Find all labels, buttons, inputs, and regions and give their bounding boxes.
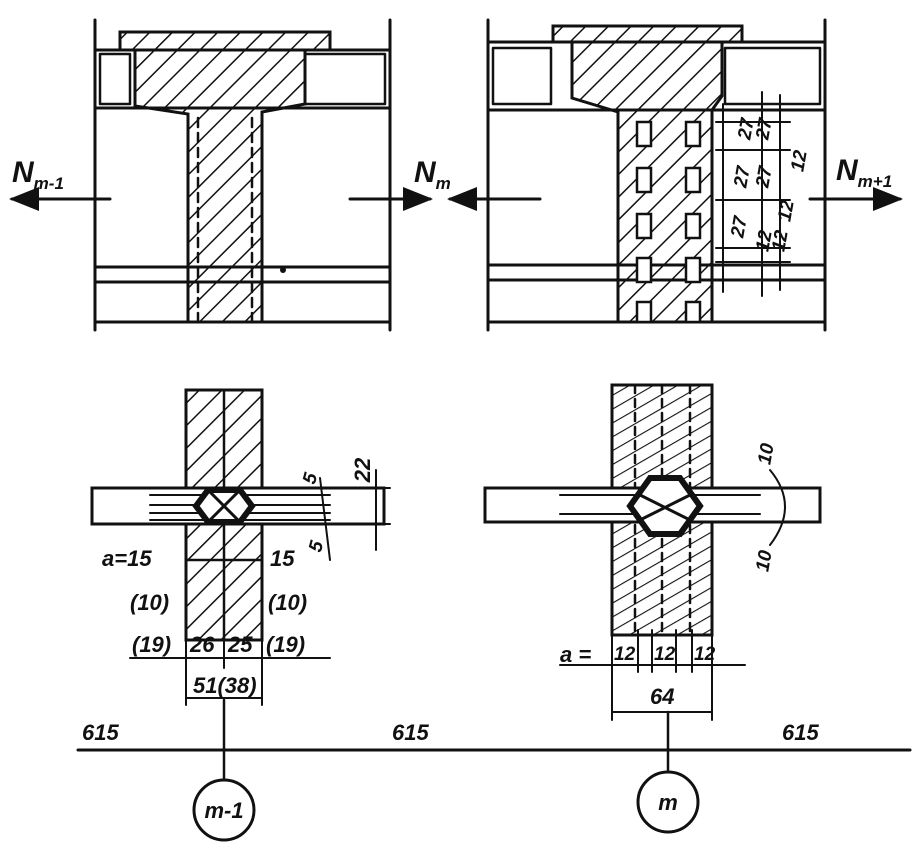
dim-12-d: 12 — [768, 228, 792, 253]
axis-line: 615 615 615 m-1 m — [76, 698, 912, 842]
top-right-elevation: 27 27 27 27 27 12 12 12 12 — [486, 18, 827, 332]
a-left-label: a=15 — [102, 546, 152, 571]
bottom-left-section: 22 5 5 a=15 15 (10) (10) (19) 26 25 (19)… — [90, 388, 391, 706]
axis-marker-right-label: m — [658, 790, 678, 815]
a-right-label: 15 — [270, 546, 295, 571]
axis-marker-left-label: m-1 — [204, 798, 243, 823]
dim-5-bottom: 5 — [305, 538, 328, 554]
row-25: 25 — [227, 632, 253, 657]
dim-27-a: 27 — [734, 115, 759, 142]
total-left: 51(38) — [193, 673, 257, 698]
force-label-left: Nm-1 — [12, 156, 64, 193]
span-left: 615 — [82, 720, 119, 745]
force-label-right: Nm+1 — [836, 154, 892, 191]
dim-10-bottom: 10 — [752, 548, 776, 573]
ten-left-label: (10) — [130, 590, 169, 615]
a-val-1: 12 — [614, 644, 636, 665]
dim-27-b: 27 — [752, 115, 777, 142]
crossbar-slab — [118, 30, 332, 324]
dim-27-e: 27 — [727, 213, 752, 240]
total-right: 64 — [650, 684, 674, 709]
span-middle: 615 — [392, 720, 429, 745]
dim-22: 22 — [350, 457, 375, 483]
span-right: 615 — [782, 720, 819, 745]
dim-5-top: 5 — [299, 470, 322, 486]
a-val-2: 12 — [654, 644, 676, 665]
right-elevation-dimensions: 27 27 27 27 27 12 12 12 12 — [727, 115, 812, 253]
row-19-right: (19) — [266, 632, 305, 657]
dim-12-a: 12 — [787, 148, 811, 173]
ten-right-label: (10) — [268, 590, 307, 615]
axis-marker-left — [192, 778, 256, 842]
weld-openings — [635, 120, 702, 324]
row-26: 26 — [189, 632, 215, 657]
dim-10-top: 10 — [754, 441, 778, 466]
dim-12-b: 12 — [774, 198, 798, 223]
bottom-right-section: 10 10 a = 12 12 12 64 — [483, 383, 822, 721]
a-val-3: 12 — [694, 644, 716, 665]
dim-27-c: 27 — [730, 163, 755, 190]
forces: Nm-1 Nm Nm+1 — [9, 154, 903, 211]
force-label-middle: Nm — [414, 156, 451, 193]
dim-12-c: 12 — [752, 228, 776, 253]
axis-marker-right — [636, 770, 700, 834]
a-label-right: a = — [560, 642, 591, 667]
top-left-elevation — [93, 18, 392, 332]
dim-27-d: 27 — [752, 163, 777, 190]
row-19-left: (19) — [132, 632, 171, 657]
